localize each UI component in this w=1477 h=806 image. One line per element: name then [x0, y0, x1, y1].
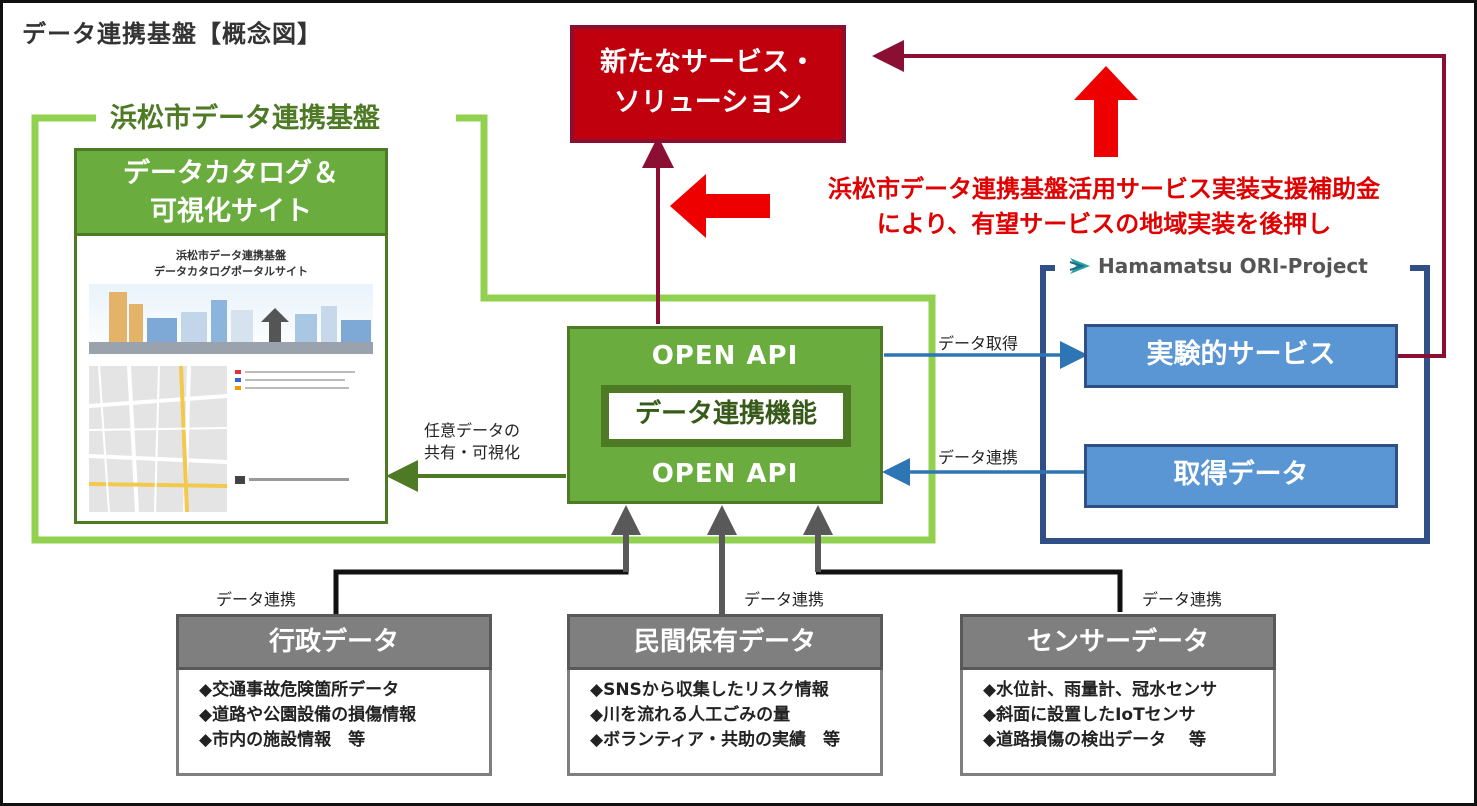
- street-map: [89, 366, 227, 512]
- red-arrow-up: [1074, 66, 1138, 157]
- open-api-bottom-label: OPEN API: [651, 459, 799, 489]
- ori-project-name: Hamamatsu ORI-Project: [1098, 254, 1368, 278]
- legend-lines: [235, 370, 355, 484]
- data-linkage-function-box: データ連携機能: [601, 385, 851, 447]
- share-label-line1: 任意データの: [424, 421, 521, 440]
- city-skyline-image: [89, 284, 373, 354]
- experimental-service-box: 実験的サービス: [1084, 324, 1398, 388]
- feedback-connector: [872, 40, 1446, 358]
- catalog-heading-line2: 可視化サイト: [150, 196, 312, 227]
- ori-project-label: Hamamatsu ORI-Project: [1060, 254, 1376, 278]
- catalog-portal-screenshot: 浜松市データ連携基盤 データカタログポータルサイト: [74, 236, 388, 524]
- catalog-site-heading: データカタログ＆ 可視化サイト: [74, 148, 388, 236]
- data-acquisition-label: データ取得: [938, 334, 1019, 353]
- list-item: ◆道路損傷の検出データ 等: [983, 730, 1206, 750]
- subsidy-note-line2: により、有望サービスの地域実装を後押し: [876, 210, 1332, 238]
- list-item: ◆SNSから収集したリスク情報: [590, 680, 829, 700]
- platform-boundary: [31, 114, 936, 544]
- map-view: [89, 366, 227, 512]
- private-data-list: ◆SNSから収集したリスク情報 ◆川を流れる人工ごみの量 ◆ボランティア・共助の…: [567, 670, 883, 776]
- acquired-data-box: 取得データ: [1084, 444, 1398, 508]
- open-api-top-label: OPEN API: [651, 341, 799, 371]
- new-services-line1: 新たなサービス・: [600, 47, 816, 78]
- list-item: ◆交通事故危険箇所データ: [199, 680, 400, 700]
- new-services-line2: ソリューション: [613, 87, 803, 118]
- sensor-linkage-label: データ連携: [1142, 590, 1223, 609]
- gov-data-heading: 行政データ: [176, 614, 492, 670]
- sensor-data-list: ◆水位計、雨量計、冠水センサ ◆斜面に設置したIoTセンサ ◆道路損傷の検出デー…: [960, 670, 1276, 776]
- data-linkage-label: データ連携: [938, 448, 1019, 467]
- portal-title-line1: 浜松市データ連携基盤: [176, 249, 286, 262]
- share-visualize-label: 任意データの 共有・可視化: [424, 420, 520, 464]
- sensor-data-connector: [816, 569, 1123, 612]
- red-arrow-left: [670, 174, 770, 238]
- gov-data-connector: [333, 518, 629, 614]
- private-linkage-label: データ連携: [744, 590, 825, 609]
- catalog-heading-line1: データカタログ＆: [123, 158, 339, 189]
- list-item: ◆水位計、雨量計、冠水センサ: [983, 680, 1218, 700]
- new-services-box: 新たなサービス・ ソリューション: [570, 25, 846, 143]
- list-item: ◆ボランティア・共助の実績 等: [590, 730, 841, 750]
- portal-title: 浜松市データ連携基盤 データカタログポータルサイト: [77, 248, 385, 280]
- data-linkage-function-label: データ連携機能: [609, 393, 843, 439]
- subsidy-note-line1: 浜松市データ連携基盤活用サービス実装支援補助金: [828, 175, 1380, 203]
- gov-linkage-label: データ連携: [216, 590, 297, 609]
- ori-logo-icon: [1069, 258, 1090, 274]
- share-label-line2: 共有・可視化: [424, 443, 521, 462]
- sensor-data-heading: センサーデータ: [960, 614, 1276, 670]
- open-api-box: OPEN API データ連携機能 OPEN API: [567, 326, 883, 504]
- map-legend: [233, 366, 369, 512]
- diagram-title: データ連携基盤【概念図】: [22, 20, 322, 48]
- portal-title-line2: データカタログポータルサイト: [154, 265, 308, 278]
- skyline-illustration: [89, 292, 373, 354]
- subsidy-note: 浜松市データ連携基盤活用サービス実装支援補助金 により、有望サービスの地域実装を…: [774, 172, 1434, 242]
- list-item: ◆斜面に設置したIoTセンサ: [983, 705, 1196, 725]
- list-item: ◆市内の施設情報 等: [199, 730, 366, 750]
- ori-project-boundary: [1040, 265, 1430, 544]
- platform-label: 浜松市データ連携基盤: [96, 96, 394, 135]
- private-data-heading: 民間保有データ: [567, 614, 883, 670]
- gov-data-list: ◆交通事故危険箇所データ ◆道路や公園設備の損傷情報 ◆市内の施設情報 等: [176, 670, 492, 776]
- list-item: ◆川を流れる人工ごみの量: [590, 705, 791, 725]
- list-item: ◆道路や公園設備の損傷情報: [199, 705, 417, 725]
